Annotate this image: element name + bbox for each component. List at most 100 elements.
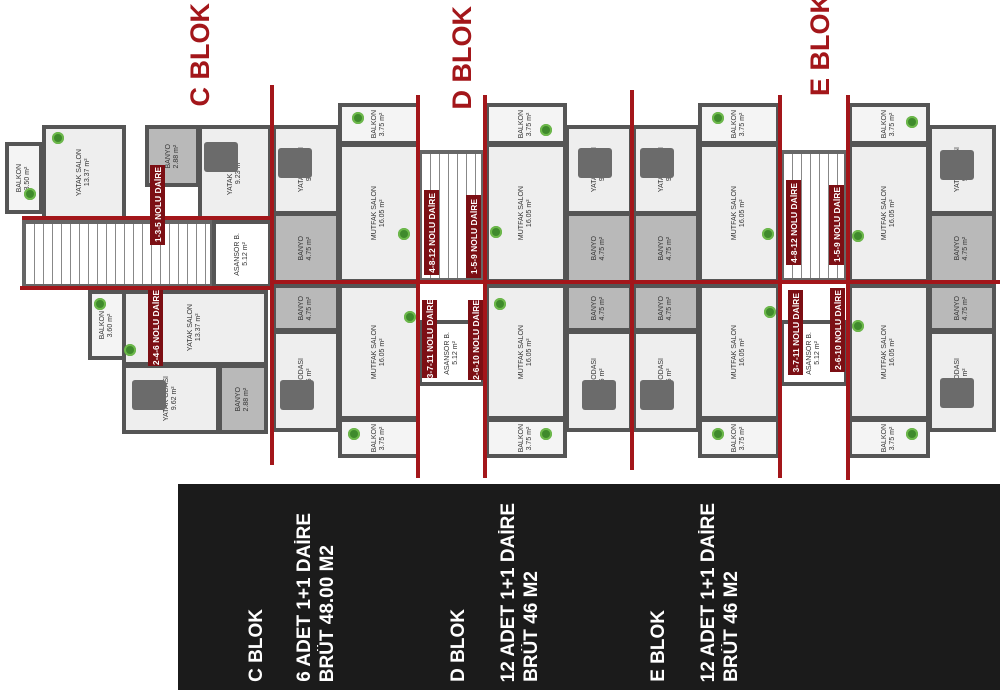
summary-panel [178,484,1000,690]
room-area: 16.05 m² [889,199,896,227]
bed-icon [640,148,674,178]
unit-label-e-2610: 2-6-10 NOLU DAİRE [830,288,845,372]
plant-icon [906,428,918,440]
unit-label-e-4812: 4-8-12 NOLU DAİRE [786,180,801,265]
unit-label-d-3711: 3-7-11 NOLU DAİRE [422,299,437,379]
unit-label-e-159: 1-5-9 NOLU DAİRE [829,185,844,265]
room-area: 3.75 m² [526,426,533,450]
room-area: 4.75 m² [666,236,673,260]
heading-text: E BLOK [804,0,835,97]
room-name: YATAK SALON [187,304,194,352]
plant-icon [352,112,364,124]
unit-label-text: 4-8-12 NOLU DAİRE [788,182,799,263]
summary-d-count: 12 ADET 1+1 DAİRE [498,490,522,682]
bed-icon [278,148,312,178]
room-name: BALKON [518,109,525,139]
room-area: 3.75 m² [739,426,746,450]
unit-divider-line [270,85,274,465]
summary-area: BRÜT 46 M2 [721,571,742,682]
plant-icon [764,306,776,318]
plant-icon [540,428,552,440]
room-area: 16.05 m² [889,338,896,366]
unit-label-c-bottom: 2-4-6 NOLU DAİRE [148,290,163,366]
summary-area: BRÜT 48.00 M2 [317,544,338,682]
room-name: BANYO [298,295,305,321]
summary-block: E BLOK [648,610,669,682]
room-label: ASANSÖR B.5.12 m² [444,332,460,375]
unit-divider-line [846,95,850,480]
bed-icon [280,380,314,410]
room-area: 2.88 m² [243,387,250,411]
bed-icon [204,142,238,172]
room-area: 4.75 m² [599,296,606,320]
summary-e-count: 12 ADET 1+1 DAİRE [698,490,722,682]
room-name: BANYO [954,295,961,321]
room-area: 3.75 m² [739,112,746,136]
unit-label-text: 1-5-9 NOLU DAİRE [831,187,842,263]
room-name: BALKON [731,109,738,139]
plant-icon [852,230,864,242]
elevator-room: ASANSÖR B.5.12 m² [212,220,272,288]
plant-icon [540,124,552,136]
room-area: 3.60 m² [107,313,114,337]
room-area: 4.75 m² [306,236,313,260]
summary-e-area: BRÜT 46 M2 [721,490,745,682]
room-name: BALKON [881,423,888,453]
plant-icon [398,228,410,240]
plant-icon [906,116,918,128]
room-name: BALKON [518,423,525,453]
unit-label-text: 2-6-10 NOLU DAİRE [470,300,481,380]
bed-icon [940,150,974,180]
room-area: 3.50 m² [24,166,31,190]
summary-count: 12 ADET 1+1 DAİRE [698,502,719,682]
room-area: 4.75 m² [962,236,969,260]
room-area: 16.05 m² [739,199,746,227]
unit-label-text: 1-3-5 NOLU DAİRE [152,167,163,243]
unit-label-c-top: 1-3-5 NOLU DAİRE [150,165,165,245]
room-area: 3.75 m² [379,426,386,450]
unit-label-text: 2-6-10 NOLU DAİRE [832,290,843,370]
bed-icon [640,380,674,410]
heading-text: D BLOK [446,6,477,110]
room-area: 9.62 m² [171,387,178,411]
room-area: 16.05 m² [379,199,386,227]
plant-icon [494,298,506,310]
summary-e-block: E BLOK [648,490,672,682]
room-area: 13.37 m² [195,314,202,342]
room-name: BALKON [881,109,888,139]
room-area: 3.75 m² [379,112,386,136]
summary-d-block: D BLOK [448,490,472,682]
bed-icon [940,378,974,408]
room-area: 5.12 m² [451,341,459,365]
plant-icon [712,112,724,124]
